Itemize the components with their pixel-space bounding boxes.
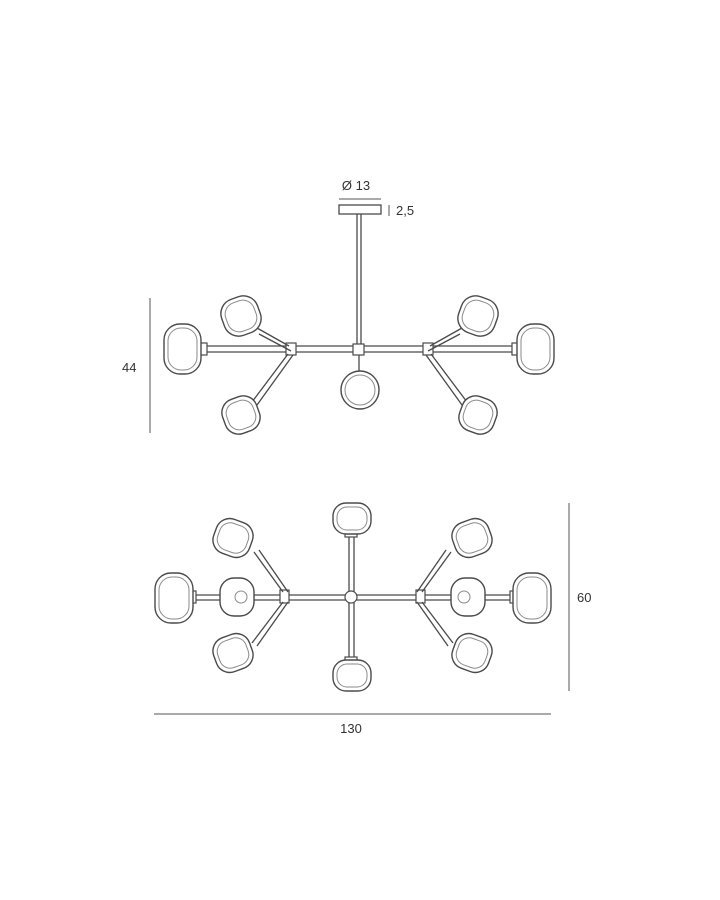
right-lower-branch-edge (425, 354, 463, 406)
central-hub (344, 590, 358, 604)
left-upper-branch (256, 327, 290, 347)
glass-shade (516, 323, 555, 375)
glass-shade (221, 395, 261, 435)
glass-shade (163, 323, 202, 375)
right-upper-branch (421, 551, 452, 593)
height-label: 44 (122, 360, 136, 375)
right-lower-branch-edge (416, 601, 449, 647)
top-view: 60 130 (154, 502, 591, 736)
left-upper-branch-edge (258, 549, 289, 593)
left-lower-branch-edge (256, 601, 289, 647)
canopy-height-label: 2,5 (396, 203, 414, 218)
glass-shade (332, 659, 372, 692)
glass-shade (332, 502, 372, 535)
right-lower-branch (421, 601, 454, 644)
glass-shade (212, 517, 254, 559)
width-label: 130 (340, 721, 362, 736)
glass-shade (220, 295, 262, 337)
right-lower-branch (430, 353, 468, 403)
glass-shade (154, 572, 194, 624)
left-upper-branch-edge (258, 333, 292, 352)
glass-shade (451, 517, 493, 559)
canopy-diameter-label: Ø 13 (342, 178, 370, 193)
right-upper-branch-edge (416, 549, 447, 593)
front-view: Ø 13 2,5 (122, 178, 555, 435)
glass-shade (212, 632, 254, 674)
glass-shade (451, 632, 493, 674)
left-lower-branch (251, 601, 284, 644)
central-hub (352, 343, 365, 356)
left-lower-branch (251, 353, 289, 403)
glass-shade (458, 395, 498, 435)
right-upper-branch (429, 327, 463, 347)
left-lower-branch-edge (256, 354, 294, 406)
right-arm-joint (415, 589, 426, 604)
ceiling-canopy (338, 204, 382, 215)
glass-shade (340, 370, 380, 410)
glass-shade (457, 295, 499, 337)
glass-shade (219, 577, 255, 617)
depth-label: 60 (577, 590, 591, 605)
glass-shade (512, 572, 552, 624)
glass-shade (450, 577, 486, 617)
right-upper-branch-edge (427, 333, 461, 352)
left-upper-branch (253, 551, 284, 593)
left-arm-joint (279, 589, 290, 604)
